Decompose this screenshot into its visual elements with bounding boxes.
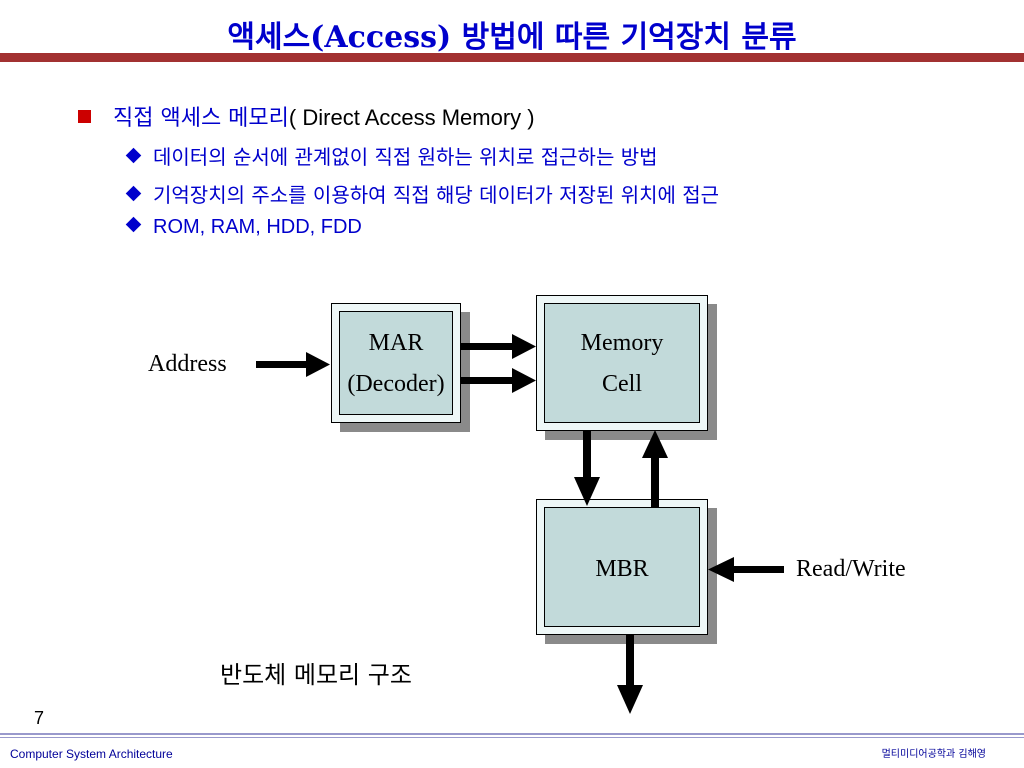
sub-bullet-3: ROM, RAM, HDD, FDD (125, 214, 362, 239)
title-divider (0, 53, 1024, 62)
mar-box (339, 311, 453, 415)
square-bullet-icon (78, 110, 91, 123)
read-write-label: Read/Write (796, 556, 906, 582)
read-write-arrow (708, 557, 784, 582)
mar-to-memory-arrow-bottom (461, 368, 536, 393)
memory-cell-box (544, 303, 700, 423)
sub-bullet-1: 데이터의 순서에 관계없이 직접 원하는 위치로 접근하는 방법 (125, 141, 658, 170)
main-bullet: 직접 액세스 메모리( Direct Access Memory ) (78, 100, 535, 132)
footer-divider-thin (0, 737, 1024, 738)
footer-author: 멀티미디어공학과 김해영 (881, 749, 986, 760)
heading-korean: 직접 액세스 메모리 (113, 106, 289, 131)
mbr-box (544, 507, 700, 627)
memory-to-mbr-arrow (574, 431, 600, 506)
footer-divider (0, 733, 1024, 735)
mbr-label: MBR (595, 556, 649, 582)
heading-english: ( Direct Access Memory ) (288, 105, 535, 130)
diagram-caption: 반도체 메모리 구조 (220, 661, 412, 689)
mbr-to-memory-arrow (642, 430, 668, 508)
cell-label: Cell (602, 371, 642, 397)
address-label: Address (148, 351, 227, 377)
decoder-label: (Decoder) (347, 371, 445, 397)
mar-label: MAR (368, 330, 424, 356)
footer-course: Computer System Architecture (10, 747, 173, 761)
address-arrow (256, 352, 330, 377)
sub-bullet-text: ROM, RAM, HDD, FDD (153, 216, 362, 238)
sub-bullet-text: 데이터의 순서에 관계없이 직접 원하는 위치로 접근하는 방법 (153, 145, 658, 169)
sub-bullet-text: 기억장치의 주소를 이용하여 직접 해당 데이터가 저장된 위치에 접근 (153, 183, 720, 207)
mbr-output-arrow (617, 635, 643, 714)
slide-title: 액세스(Access) 방법에 따른 기억장치 분류 (227, 20, 797, 55)
memory-label: Memory (580, 330, 664, 356)
sub-bullet-2: 기억장치의 주소를 이용하여 직접 해당 데이터가 저장된 위치에 접근 (125, 179, 720, 208)
mar-to-memory-arrow-top (461, 334, 536, 359)
page-number: 7 (34, 708, 45, 728)
